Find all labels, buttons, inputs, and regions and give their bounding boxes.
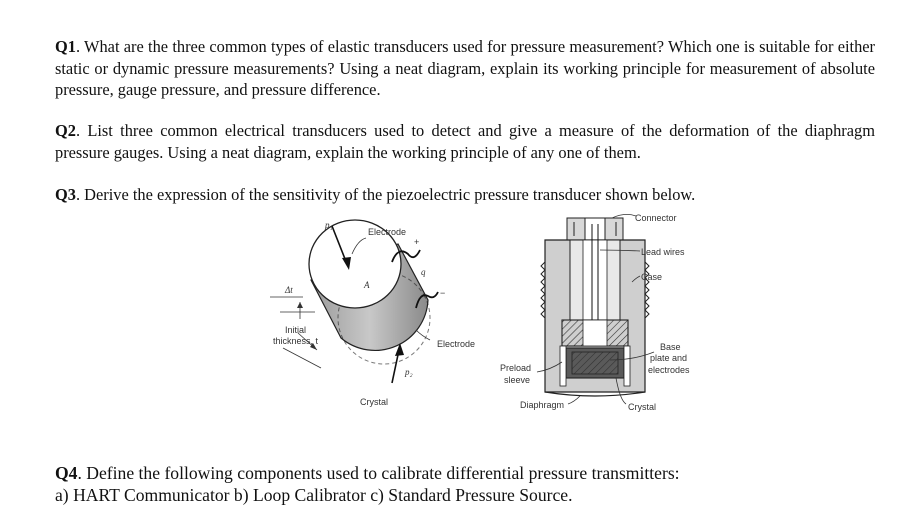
p2-label: p₂ xyxy=(404,367,413,377)
plus-label: + xyxy=(414,237,419,247)
diaphragm-label: Diaphragm xyxy=(520,400,564,410)
case-label: Case xyxy=(641,272,662,282)
transducer-cross-section-diagram: Connector Lead wires Case Base plate and… xyxy=(500,213,690,412)
question-4: Q4. Define the following components used… xyxy=(55,462,875,506)
preload-sleeve-label-1: Preload xyxy=(500,363,531,373)
question-2-text: . List three common electrical transduce… xyxy=(55,121,875,162)
base-plate-label-2: plate and xyxy=(650,353,687,363)
electrode-top-label: Electrode xyxy=(368,227,406,237)
question-4-text: . Define the following components used t… xyxy=(77,463,680,483)
preload-sleeve-label-2: sleeve xyxy=(504,375,530,385)
base-plate-label-3: electrodes xyxy=(648,365,690,375)
question-4-number: Q4 xyxy=(55,463,78,483)
base-plate-label-1: Base xyxy=(660,342,681,352)
charge-q-label: q xyxy=(421,267,426,277)
question-1-number: Q1 xyxy=(55,37,76,56)
crystal-label-right: Crystal xyxy=(628,402,656,412)
question-4-items: a) HART Communicator b) Loop Calibrator … xyxy=(55,485,573,505)
initial-thickness-label-1: Initial xyxy=(285,325,306,335)
minus-label: − xyxy=(440,288,445,298)
electrode-right-label: Electrode xyxy=(437,339,475,349)
question-2: Q2. List three common electrical transdu… xyxy=(55,120,875,163)
lead-wires-label: Lead wires xyxy=(641,247,685,257)
question-3-text: . Derive the expression of the sensitivi… xyxy=(75,185,696,204)
p1-label: p₁ xyxy=(324,220,333,230)
question-1-text: . What are the three common types of ela… xyxy=(55,37,875,99)
question-1: Q1. What are the three common types of e… xyxy=(55,36,875,101)
question-3: Q3. Derive the expression of the sensiti… xyxy=(55,184,875,206)
delta-t-label: Δt xyxy=(284,285,293,295)
crystal-disc-diagram: p₁ Electrode + q Δt A − Initial thicknes… xyxy=(270,219,475,407)
connector-label: Connector xyxy=(635,213,677,223)
question-2-number: Q2 xyxy=(55,121,76,140)
area-a-label: A xyxy=(363,280,370,290)
crystal-label-left: Crystal xyxy=(360,397,388,407)
question-3-number: Q3 xyxy=(55,185,76,204)
initial-thickness-label-2: thickness, t xyxy=(273,336,319,346)
